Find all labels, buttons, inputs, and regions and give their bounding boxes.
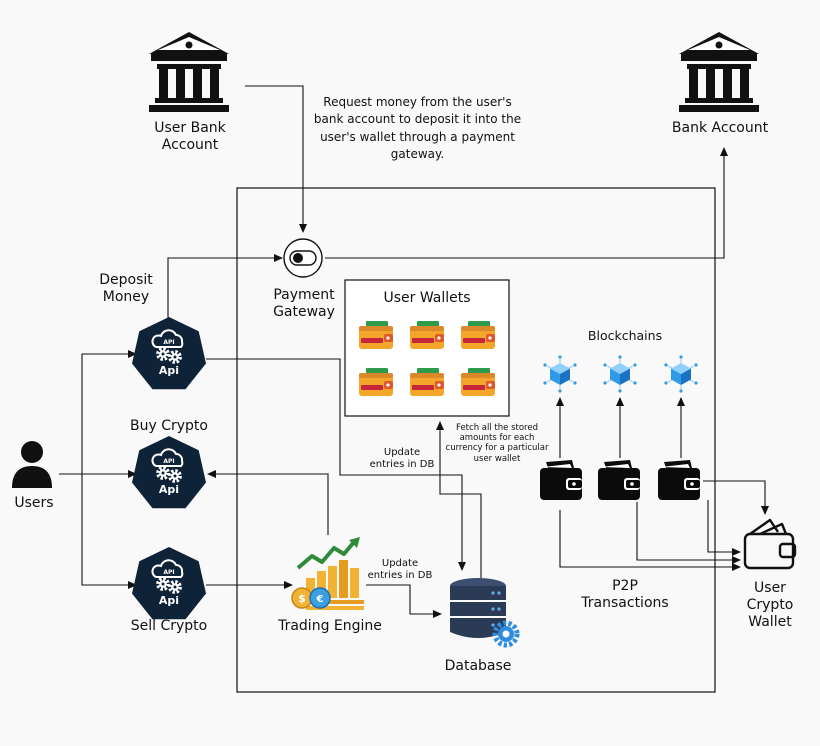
blockchains-label: Blockchains [587,328,663,343]
arrow-wallet2-p2p [636,502,741,564]
arrow-gateway-to-bank [325,147,728,259]
arrow-userbank-to-gateway [245,85,307,233]
blockchain-wallet-icon [540,460,582,500]
database-icon [450,578,520,648]
buy-api-icon [132,436,206,508]
arrow-deposit-to-gateway [167,254,283,320]
arrow-db-to-wallets [436,421,482,578]
bank-icon [679,32,759,112]
users-icon [12,441,52,488]
bank-account-label: Bank Account [671,120,769,136]
database-label: Database [444,658,512,674]
arrow-users-to-sell [81,474,137,589]
buy-crypto-label: Buy Crypto [130,418,208,434]
blockchain-wallet-icon [658,460,700,500]
deposit-api-icon [132,317,206,389]
svg-text:$: $ [298,592,306,605]
arrow-deposit-api-to-db [206,358,466,571]
sell-crypto-label: Sell Crypto [130,618,208,634]
users-label: Users [14,495,54,511]
blockchain-icon [602,354,638,394]
arrow-wallet3-to-crypto [703,480,769,515]
trading-engine-icon: $ € [291,537,364,610]
user-bank-icon [149,32,229,112]
arrow-trading-to-db [366,584,442,618]
arrow-wallet3-p2p [707,500,741,556]
blockchain-wallet-icon [598,460,640,500]
trading-engine-label: Trading Engine [278,618,382,634]
arrow-users-to-deposit [81,350,137,474]
user-crypto-wallet-icon [743,518,797,570]
svg-text:€: € [316,594,324,605]
arrow-wallet1-p2p [559,510,741,571]
user-wallets-label: User Wallets [383,290,471,306]
system-boundary [236,187,716,693]
blockchain-icon [663,354,699,394]
blockchain-icon [542,354,578,394]
arrow-trading-to-buy [207,470,329,535]
sell-api-icon [132,547,206,619]
payment-gateway-icon [283,238,323,278]
